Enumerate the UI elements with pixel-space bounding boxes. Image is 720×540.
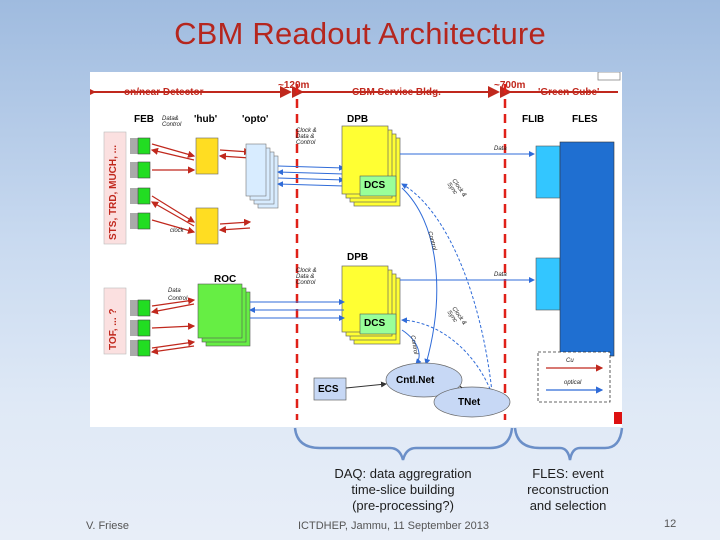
hub-box	[195, 137, 219, 175]
corner-box	[597, 72, 621, 81]
corner-marker	[614, 412, 622, 424]
legend-optical-label: optical	[564, 380, 582, 386]
readout-architecture-diagram: on/near Detector ~120m CBM Service Bldg.…	[90, 72, 622, 427]
dpb-top-stack	[341, 125, 401, 207]
caption-daq: DAQ: data aggregration time-slice buildi…	[334, 466, 472, 513]
small-ccd-bottom: Clock &Data &Control	[296, 268, 317, 286]
label-opto: 'opto'	[242, 114, 269, 125]
opto-dpb-links	[277, 164, 345, 188]
small-roc-data: Data	[168, 288, 181, 294]
caption-fles: FLES: event reconstruction and selection	[527, 466, 609, 513]
zone-distance-2: ~700m	[494, 80, 526, 91]
control-link	[401, 187, 438, 365]
roc-stack	[197, 283, 251, 347]
feb-lower-group	[130, 299, 151, 357]
hub-opto-links	[218, 148, 252, 234]
label-dpb-top: DPB	[347, 114, 369, 125]
legend-cu-label: Cu	[566, 358, 574, 364]
zone-green-cube: 'Green Cube'	[538, 87, 600, 98]
small-data-control: Data&Control	[162, 116, 182, 128]
opto-stack	[245, 143, 279, 209]
fles-box	[559, 141, 615, 357]
small-clock: clock	[170, 228, 184, 234]
small-roc-control: Control	[168, 296, 188, 302]
slide-title: CBM Readout Architecture	[174, 16, 546, 51]
label-dcs-bottom: DCS	[364, 318, 386, 329]
zone-distance-1: ~120m	[278, 80, 310, 91]
label-fles: FLES	[572, 114, 598, 125]
cntlnet-ellipse	[385, 362, 463, 398]
label-dpb-bottom: DPB	[347, 252, 369, 263]
page-number: 12	[664, 518, 677, 530]
tnet-ellipse	[433, 386, 511, 418]
dpb-bottom-stack	[341, 265, 401, 345]
label-dcs-top: DCS	[364, 180, 386, 191]
control-link	[401, 329, 422, 365]
roc-dpb-links	[249, 299, 345, 321]
label-ecs: ECS	[318, 384, 339, 395]
flib-box	[535, 145, 561, 199]
hub-box	[195, 207, 219, 245]
zone-detector: on/near Detector	[124, 87, 204, 98]
clock-sync-link	[401, 317, 493, 395]
clock-sync-link	[401, 183, 493, 393]
small-data-bottom: Data	[494, 272, 507, 278]
side-box-upper	[103, 131, 127, 245]
footer-event: ICTDHEP, Jammu, 11 September 2013	[298, 520, 489, 532]
small-data-top: Data	[494, 146, 507, 152]
label-cntlnet: Cntl.Net	[396, 375, 435, 386]
feb-upper-group	[130, 137, 151, 230]
flib-box	[535, 257, 561, 311]
label-flib: FLIB	[522, 114, 545, 125]
label-feb: FEB	[134, 114, 154, 125]
legend-box	[537, 351, 611, 403]
feb-hub-links	[150, 143, 196, 355]
footer-author: V. Friese	[86, 520, 130, 532]
small-ccd-top: Clock &Data &Control	[296, 128, 317, 146]
side-box-lower	[103, 287, 127, 355]
label-tnet: TNet	[458, 397, 481, 408]
zone-service: CBM Service Bldg.	[352, 87, 441, 98]
label-hub: 'hub'	[194, 114, 218, 125]
label-roc: ROC	[214, 274, 237, 285]
diagram-graphics	[90, 72, 622, 424]
ecs-box	[313, 377, 347, 401]
